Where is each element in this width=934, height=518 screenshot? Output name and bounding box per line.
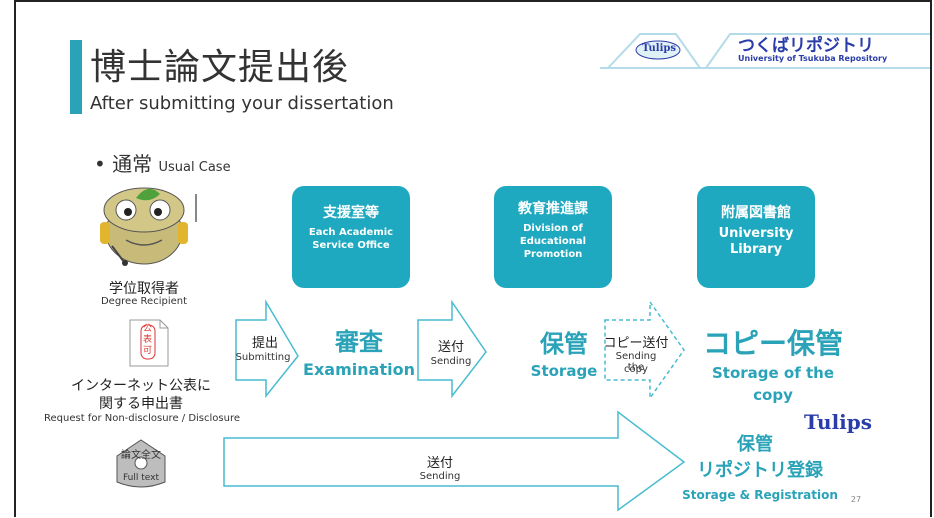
- storage-en: Storage: [530, 362, 598, 380]
- bullet-en: Usual Case: [158, 160, 231, 175]
- bullet-jp: 通常: [112, 152, 153, 176]
- box-educational-promotion-jp: 教育推進課: [518, 201, 588, 217]
- box-educational-promotion-en2: Educational: [519, 236, 587, 247]
- fulltext-en: Full text: [122, 473, 159, 483]
- repo-registration-jp: リポジトリ登録: [697, 460, 823, 481]
- box-academic-service: 支援室等 Each Academic Service Office: [292, 186, 410, 288]
- copystorage-en1: Storage of the: [711, 364, 834, 382]
- send-jp: 送付: [437, 340, 464, 355]
- recipient-jp: 学位取得者: [109, 281, 179, 297]
- repo-send-jp: 送付: [426, 456, 453, 471]
- box-educational-promotion: 教育推進課 Division of Educational Promotion: [494, 186, 612, 288]
- box-university-library-en1: University: [718, 226, 794, 241]
- logo-japanese: つくばリポジトリ: [738, 36, 874, 56]
- copystorage-jp: コピー保管: [702, 327, 843, 360]
- page-title: 博士論文提出後: [90, 47, 350, 88]
- box-academic-service-jp: 支援室等: [323, 205, 379, 221]
- copysend-en1: Sending the: [615, 351, 657, 373]
- copysend-en2: copy: [624, 364, 648, 375]
- exam-jp: 審査: [335, 328, 383, 356]
- box-academic-service-en1: Each Academic: [308, 227, 394, 238]
- bullet-usual-case: • 通常 Usual Case: [94, 152, 231, 176]
- send-en: Sending: [430, 356, 472, 367]
- doc-en: Request for Non-disclosure / Disclosure: [44, 413, 240, 424]
- title-accent-bar: [70, 40, 82, 114]
- stamp-text: 公表可: [143, 324, 153, 356]
- box-academic-service-en2: Service Office: [312, 240, 390, 251]
- doc-title-line1: インターネット公表に: [71, 378, 211, 394]
- logo-badge: Tulips: [642, 43, 677, 54]
- repo-en: Storage & Registration: [682, 488, 838, 502]
- repo-send-en: Sending: [419, 471, 461, 482]
- box-educational-promotion-en3: Promotion: [523, 249, 583, 260]
- doc-title-line2: 関する申出書: [99, 396, 183, 412]
- box-university-library-jp: 附属図書館: [721, 205, 791, 221]
- storage-jp: 保管: [540, 330, 588, 358]
- box-university-library-en2: Library: [729, 242, 783, 257]
- fulltext-jp: 論文全文: [121, 450, 161, 461]
- box-university-library: 附属図書館 University Library: [697, 186, 815, 288]
- logo-english: University of Tsukuba Repository: [738, 54, 888, 63]
- slide-frame: [14, 0, 932, 517]
- box-educational-promotion-en1: Division of: [523, 223, 583, 234]
- copystorage-en2: copy: [753, 386, 793, 404]
- submit-en: Submitting: [235, 352, 291, 363]
- submit-jp: 提出: [251, 336, 278, 351]
- exam-en: Examination: [303, 360, 415, 379]
- recipient-en: Degree Recipient: [100, 296, 188, 307]
- page-subtitle: After submitting your dissertation: [90, 93, 394, 114]
- page-number: 27: [850, 495, 862, 504]
- repo-storage-jp: 保管: [737, 434, 773, 455]
- repo-badge: Tulips: [804, 410, 873, 434]
- copysend-jp: コピー送付: [603, 336, 669, 351]
